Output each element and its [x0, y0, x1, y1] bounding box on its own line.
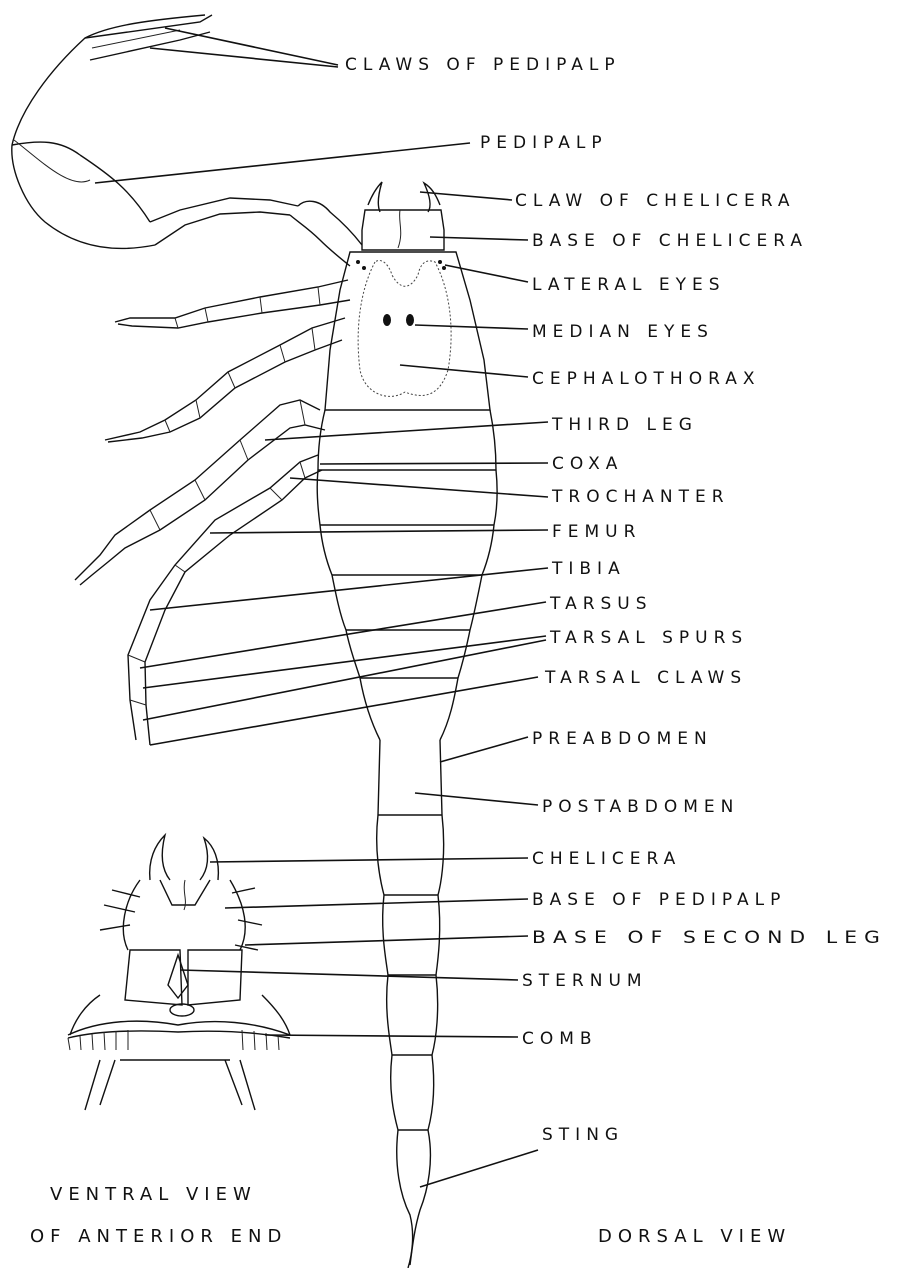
label-tibia: TIBIA [551, 559, 626, 579]
label-pedipalp: PEDIPALP [480, 133, 608, 153]
label-cephalothorax: CEPHALOTHORAX [532, 369, 760, 389]
label-third-leg: THIRD LEG [551, 415, 698, 435]
label-tarsus: TARSUS [549, 594, 653, 614]
label-comb: COMB [522, 1029, 598, 1049]
leader-lines [95, 28, 548, 1187]
label-sternum: STERNUM [522, 971, 648, 991]
label-claws-of-pedipalp: CLAWS OF PEDIPALP [345, 55, 621, 75]
labels: CLAWS OF PEDIPALP PEDIPALP CLAW OF CHELI… [345, 55, 887, 1145]
label-claw-of-chelicera: CLAW OF CHELICERA [515, 191, 795, 211]
label-tarsal-spurs: TARSAL SPURS [549, 628, 748, 648]
caption-dorsal: DORSAL VIEW [598, 1226, 791, 1247]
label-tarsal-claws: TARSAL CLAWS [544, 668, 747, 688]
dorsal-scorpion-drawing [12, 15, 497, 1268]
label-base-of-chelicera: BASE OF CHELICERA [532, 231, 808, 251]
caption-ventral-line1: VENTRAL VIEW [50, 1184, 257, 1205]
label-chelicera: CHELICERA [532, 849, 681, 869]
label-preabdomen: PREABDOMEN [532, 729, 713, 749]
label-base-of-pedipalp: BASE OF PEDIPALP [532, 890, 786, 910]
label-lateral-eyes: LATERAL EYES [532, 275, 726, 295]
label-base-of-second-leg: BASE OF SECOND LEG [532, 928, 887, 948]
caption-ventral-line2: OF ANTERIOR END [30, 1226, 287, 1247]
label-median-eyes: MEDIAN EYES [532, 322, 714, 342]
label-sting: STING [542, 1125, 624, 1145]
label-postabdomen: POSTABDOMEN [542, 797, 739, 817]
label-trochanter: TROCHANTER [551, 487, 730, 507]
label-femur: FEMUR [552, 522, 641, 542]
label-coxa: COXA [552, 454, 623, 474]
